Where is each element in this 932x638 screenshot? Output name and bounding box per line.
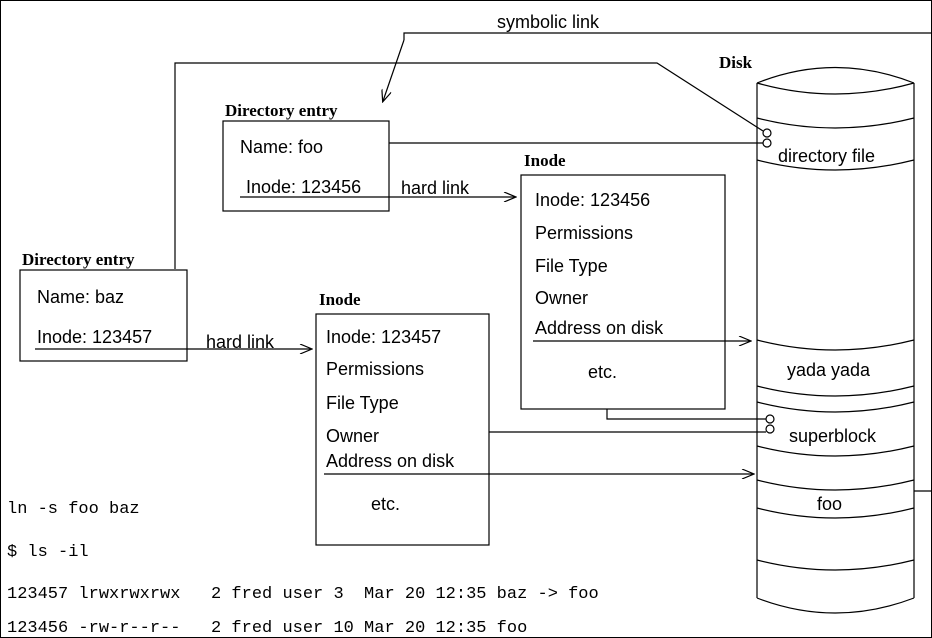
dir-entry-foo-inode: Inode: 123456 (246, 177, 361, 197)
dir-entry-baz-inode: Inode: 123457 (37, 327, 152, 347)
inode-2-owner: Owner (326, 426, 379, 446)
terminal-line-4: 123456 -rw-r--r-- 2 fred user 10 Mar 20 … (7, 619, 527, 638)
baz-to-disk-line (174, 62, 764, 269)
dir-entry-baz-title: Directory entry (22, 250, 135, 269)
disk-yada-yada-label: yada yada (787, 360, 871, 380)
inode-1-address: Address on disk (535, 318, 664, 338)
terminal-line-3: 123457 lrwxrwxrwx 2 fred user 3 Mar 20 1… (7, 585, 599, 604)
disk-link-circle-4 (765, 424, 775, 434)
dir-entry-foo-box (222, 120, 390, 212)
symbolic-link-arrow (383, 39, 405, 101)
disk-cylinder (756, 66, 915, 614)
dir-entry-foo-title: Directory entry (225, 101, 338, 120)
disk-link-circle-3 (765, 414, 775, 424)
inode-2-etc: etc. (371, 494, 400, 514)
dir-entry-foo-name: Name: foo (240, 137, 323, 157)
inode-2-title: Inode (319, 290, 361, 309)
inode-1-to-superblock-line (606, 409, 766, 420)
symbolic-link-connector (383, 32, 931, 101)
disk-title: Disk (719, 53, 753, 72)
disk-foo-label: foo (817, 494, 842, 514)
symbolic-link-label: symbolic link (497, 12, 600, 32)
terminal-line-2: $ ls -il (7, 543, 89, 562)
disk-top-front (756, 82, 915, 95)
inode-1-title: Inode (524, 151, 566, 170)
inode-1-permissions: Permissions (535, 223, 633, 243)
disk-link-circle-1 (762, 128, 772, 138)
disk-bottom (756, 597, 915, 614)
inode-1-box (520, 174, 726, 410)
inode-2-number: Inode: 123457 (326, 327, 441, 347)
inode-2-file-type: File Type (326, 393, 399, 413)
inode-2-address: Address on disk (326, 451, 455, 471)
inode-2-box (315, 313, 490, 546)
dir-entry-baz-name: Name: baz (37, 287, 124, 307)
hard-link-label-1: hard link (401, 178, 470, 198)
terminal-line-1: ln -s foo baz (7, 500, 140, 519)
inode-1-owner: Owner (535, 288, 588, 308)
inode-1-etc: etc. (588, 362, 617, 382)
inode-1-file-type: File Type (535, 256, 608, 276)
inode-2-permissions: Permissions (326, 359, 424, 379)
disk-superblock-label: superblock (789, 426, 877, 446)
dir-entry-baz-box (19, 269, 188, 362)
inode-1-number: Inode: 123456 (535, 190, 650, 210)
disk-link-circle-2 (762, 138, 772, 148)
disk-top-back (756, 66, 915, 84)
disk-directory-file-label: directory file (778, 146, 875, 166)
hard-link-label-2: hard link (206, 332, 275, 352)
